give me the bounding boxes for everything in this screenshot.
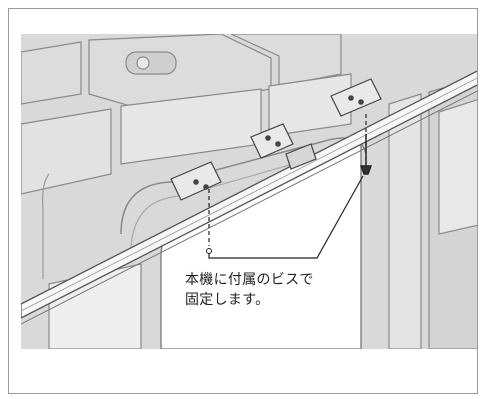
screw-icon [359,134,373,175]
callout-line-2: 固定します。 [185,292,270,308]
installation-diagram [21,34,477,349]
unit-panels [21,34,352,195]
bracket [170,78,382,201]
mounting-rail [21,70,477,325]
callout-line-1: 本機に付属のビスで [185,272,314,288]
right-panels [388,77,477,349]
callout-text: 本機に付属のビスで 固定します。 [185,270,314,310]
figure-frame: 本機に付属のビスで 固定します。 [8,8,478,394]
